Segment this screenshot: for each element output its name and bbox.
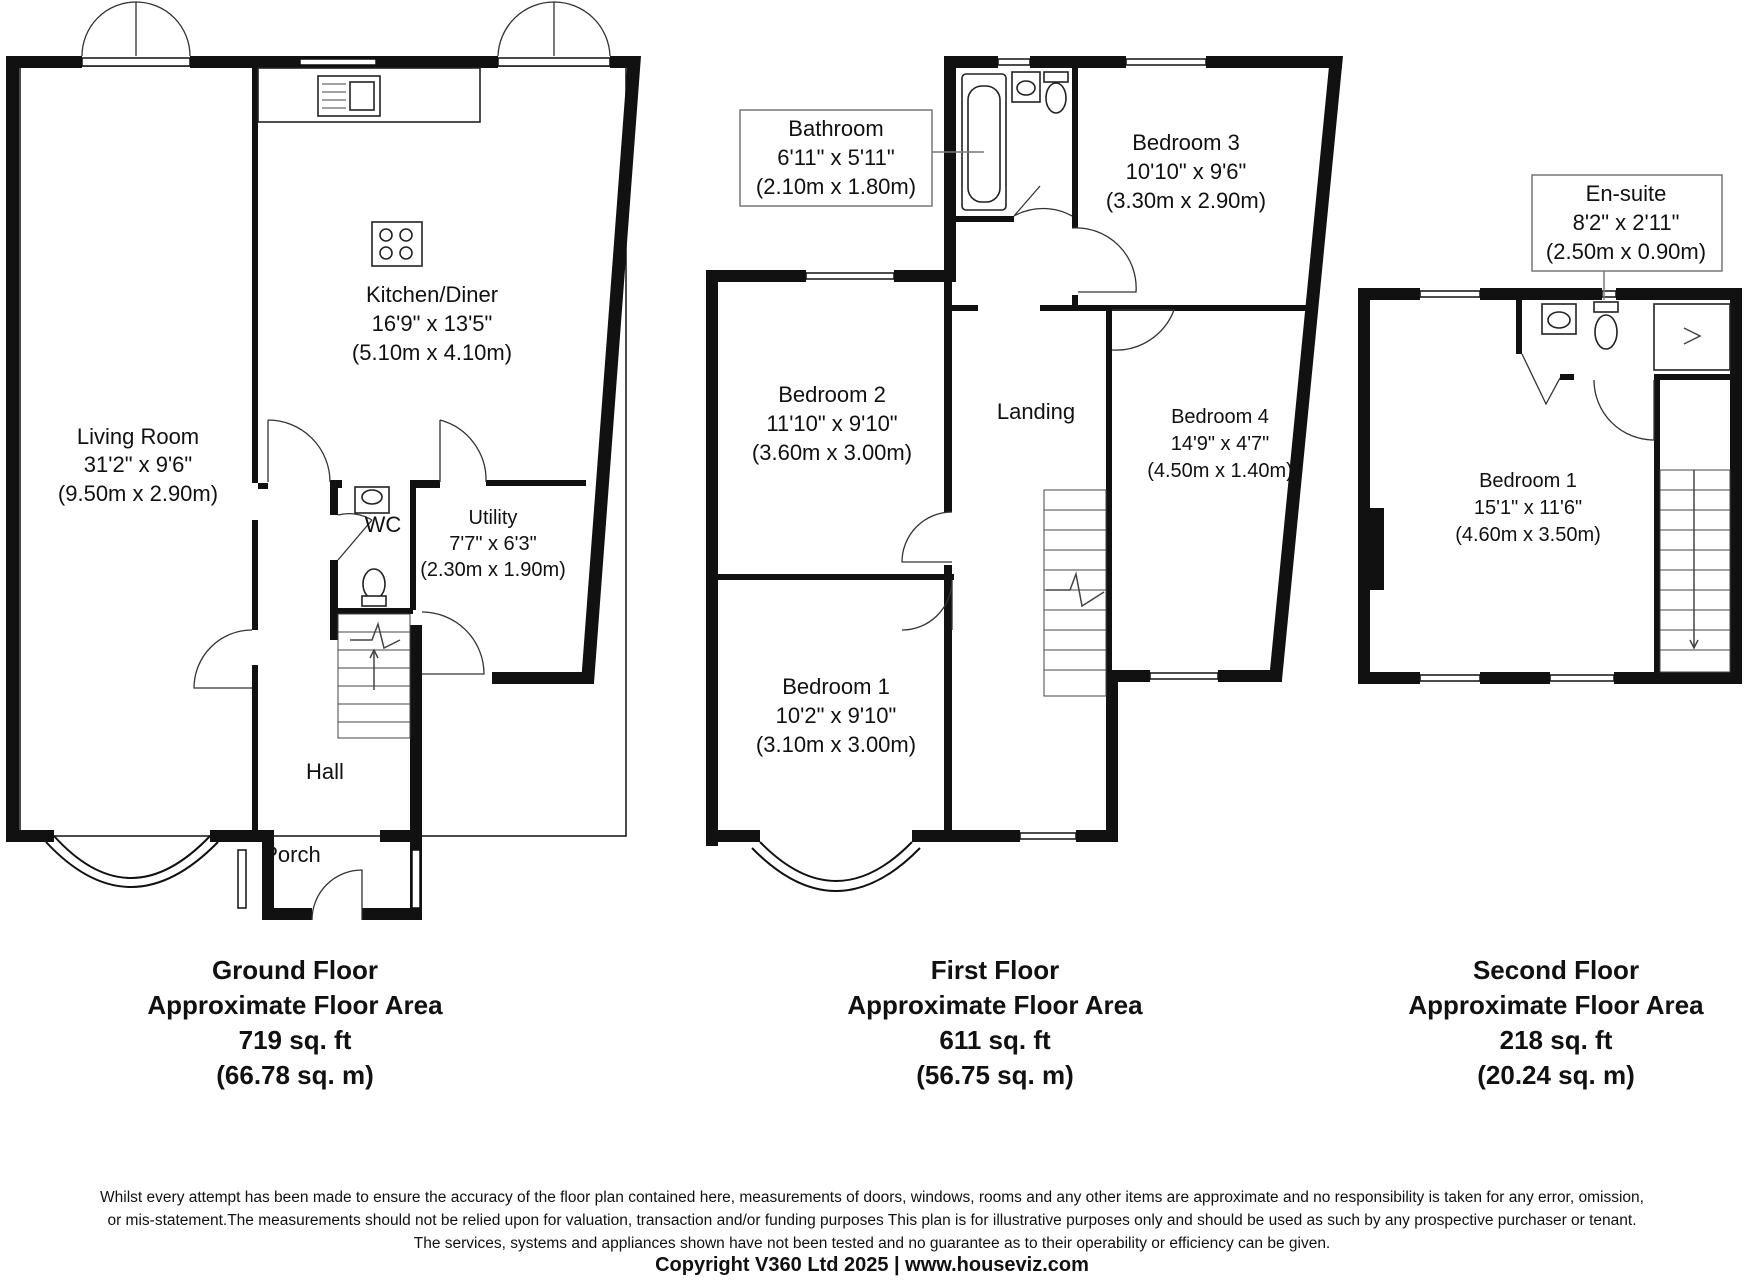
- ff-bedroom1-metric: (3.10m x 3.00m): [756, 732, 916, 757]
- disclaimer: Whilst every attempt has been made to en…: [0, 1186, 1744, 1255]
- utility-imperial: 7'7" x 6'3": [449, 533, 536, 555]
- second-floor-plan: En-suite 8'2" x 2'11" (2.50m x 0.90m) Be…: [1358, 174, 1742, 684]
- ground-floor-caption: Ground Floor Approximate Floor Area 719 …: [95, 953, 495, 1093]
- ff-bedroom1-name: Bedroom 1: [782, 674, 890, 699]
- bedroom4-metric: (4.50m x 1.40m): [1147, 460, 1293, 482]
- second-floor-caption: Second Floor Approximate Floor Area 218 …: [1356, 953, 1744, 1093]
- bedroom2-metric: (3.60m x 3.00m): [752, 440, 912, 465]
- kitchen-name: Kitchen/Diner: [366, 282, 498, 307]
- bedroom3-imperial: 10'10" x 9'6": [1126, 159, 1247, 184]
- second-floor-area-ft: 218 sq. ft: [1499, 1025, 1613, 1055]
- ground-floor-area-m: (66.78 sq. m): [216, 1060, 374, 1090]
- second-floor-title: Second Floor: [1472, 955, 1640, 985]
- disclaimer-line-1: Whilst every attempt has been made to en…: [100, 1189, 1644, 1206]
- second-floor-area-m: (20.24 sq. m): [1477, 1060, 1635, 1090]
- ground-floor-plan: Living Room 31'2" x 9'6" (9.50m x 2.90m)…: [6, 1, 641, 921]
- kitchen-metric: (5.10m x 4.10m): [352, 340, 512, 365]
- disclaimer-line-2: or mis-statement.The measurements should…: [107, 1212, 1637, 1229]
- ff-bedroom1-imperial: 10'2" x 9'10": [776, 703, 897, 728]
- disclaimer-line-3: The services, systems and appliances sho…: [413, 1235, 1331, 1252]
- wc-name: WC: [365, 512, 402, 537]
- ensuite-name: En-suite: [1586, 181, 1667, 206]
- bedroom4-imperial: 14'9" x 4'7": [1171, 433, 1270, 455]
- bathroom-imperial: 6'11" x 5'11": [777, 145, 894, 170]
- ensuite-metric: (2.50m x 0.90m): [1546, 239, 1706, 264]
- bathroom-metric: (2.10m x 1.80m): [756, 174, 916, 199]
- second-floor-subtitle: Approximate Floor Area: [1408, 990, 1704, 1020]
- landing-name: Landing: [997, 399, 1075, 424]
- utility-metric: (2.30m x 1.90m): [420, 559, 566, 581]
- living-room-imperial: 31'2" x 9'6": [84, 452, 192, 477]
- sf-bedroom1-imperial: 15'1" x 11'6": [1474, 497, 1582, 519]
- ground-floor-subtitle: Approximate Floor Area: [147, 990, 443, 1020]
- bedroom2-name: Bedroom 2: [778, 382, 886, 407]
- first-floor-subtitle: Approximate Floor Area: [847, 990, 1143, 1020]
- first-floor-area-ft: 611 sq. ft: [939, 1025, 1051, 1055]
- copyright-text: Copyright V360 Ltd 2025 | www.houseviz.c…: [655, 1254, 1089, 1276]
- living-room-name: Living Room: [77, 424, 199, 449]
- bathroom-name: Bathroom: [788, 116, 883, 141]
- first-floor-title: First Floor: [930, 955, 1060, 985]
- bedroom3-name: Bedroom 3: [1132, 130, 1240, 155]
- bedroom3-metric: (3.30m x 2.90m): [1106, 188, 1266, 213]
- bedroom2-imperial: 11'10" x 9'10": [766, 411, 897, 436]
- living-room-metric: (9.50m x 2.90m): [58, 481, 218, 506]
- ensuite-imperial: 8'2" x 2'11": [1573, 210, 1680, 235]
- first-floor-plan: Bathroom 6'11" x 5'11" (2.10m x 1.80m) B…: [706, 56, 1343, 892]
- ground-floor-title: Ground Floor: [211, 955, 379, 985]
- first-floor-area-m: (56.75 sq. m): [916, 1060, 1074, 1090]
- bedroom4-name: Bedroom 4: [1171, 406, 1269, 428]
- porch-name: Porch: [263, 842, 320, 867]
- utility-name: Utility: [469, 507, 518, 529]
- kitchen-imperial: 16'9" x 13'5": [372, 311, 493, 336]
- sf-bedroom1-metric: (4.60m x 3.50m): [1455, 524, 1601, 546]
- hall-name: Hall: [306, 759, 344, 784]
- ground-floor-area-ft: 719 sq. ft: [238, 1025, 352, 1055]
- sf-bedroom1-name: Bedroom 1: [1479, 470, 1577, 492]
- first-floor-caption: First Floor Approximate Floor Area 611 s…: [795, 953, 1195, 1093]
